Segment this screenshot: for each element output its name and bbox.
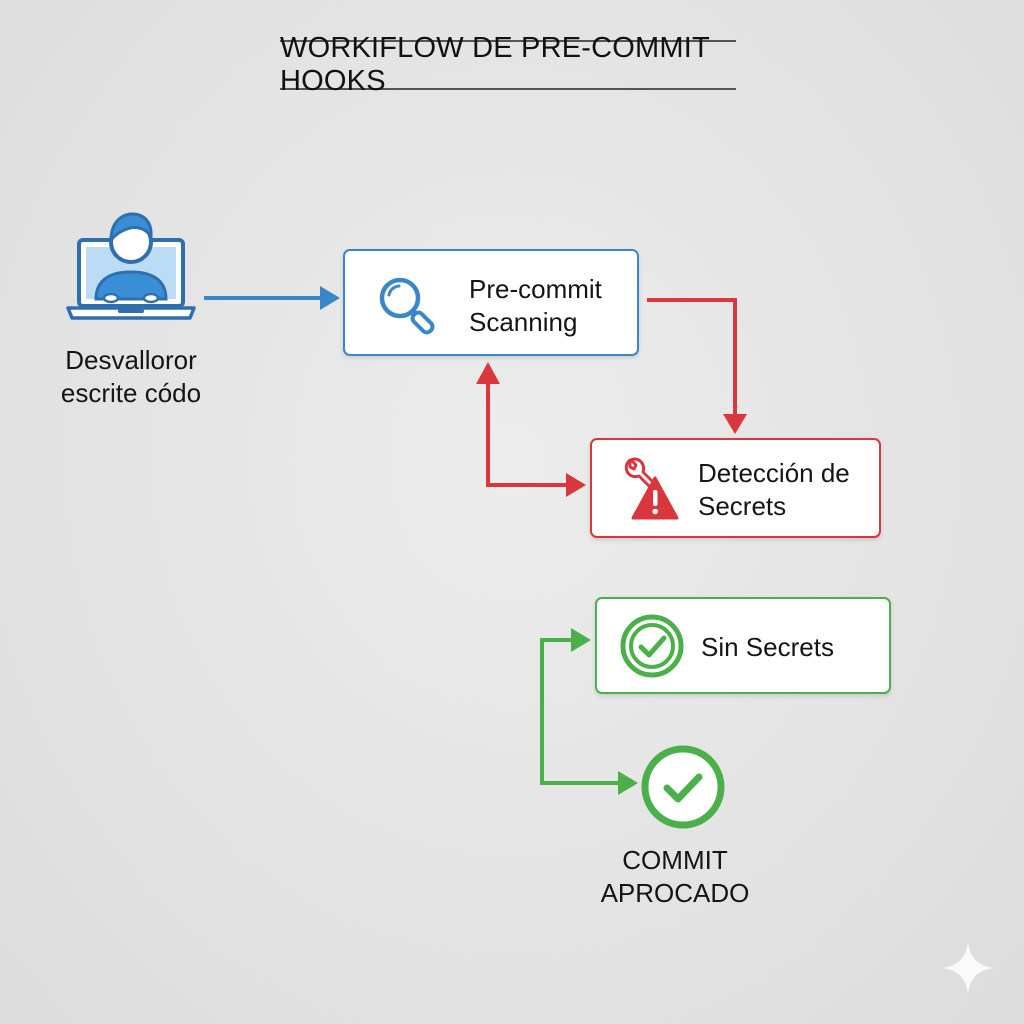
check-circle-icon [641,745,725,829]
scanning-label-line2: Scanning [469,307,578,337]
detection-label-line1: Detección de [698,458,850,488]
no-secrets-label: Sin Secrets [701,632,834,662]
developer-label: Desvalloror escrite códo [48,344,214,410]
secrets-detection-node: Detección de Secrets [590,438,881,538]
commit-approved-line1: COMMIT [622,845,728,875]
developer-laptop-icon [66,212,196,320]
arrow-green-branch [540,628,638,795]
sparkle-icon [942,942,994,994]
check-circle-icon [620,614,684,678]
scanning-label: Pre-commit Scanning [469,273,602,339]
pre-commit-scanning-node: Pre-commit Scanning [343,249,639,356]
detection-label: Detección de Secrets [698,457,850,523]
developer-label-line1: Desvalloror [65,345,197,375]
magnifier-icon [379,277,435,335]
no-secrets-node: Sin Secrets [595,597,891,694]
arrow-detection-loop [476,362,586,497]
developer-label-line2: escrite códo [60,378,202,408]
wrench-warning-icon [624,457,679,520]
scanning-label-line1: Pre-commit [469,274,602,304]
commit-approved-line2: APROCADO [600,878,750,908]
detection-label-line2: Secrets [698,491,787,521]
commit-approved-label: COMMIT APROCADO [590,844,760,910]
arrow-scan-to-detection [647,298,747,434]
arrow-dev-to-scan [204,286,340,310]
